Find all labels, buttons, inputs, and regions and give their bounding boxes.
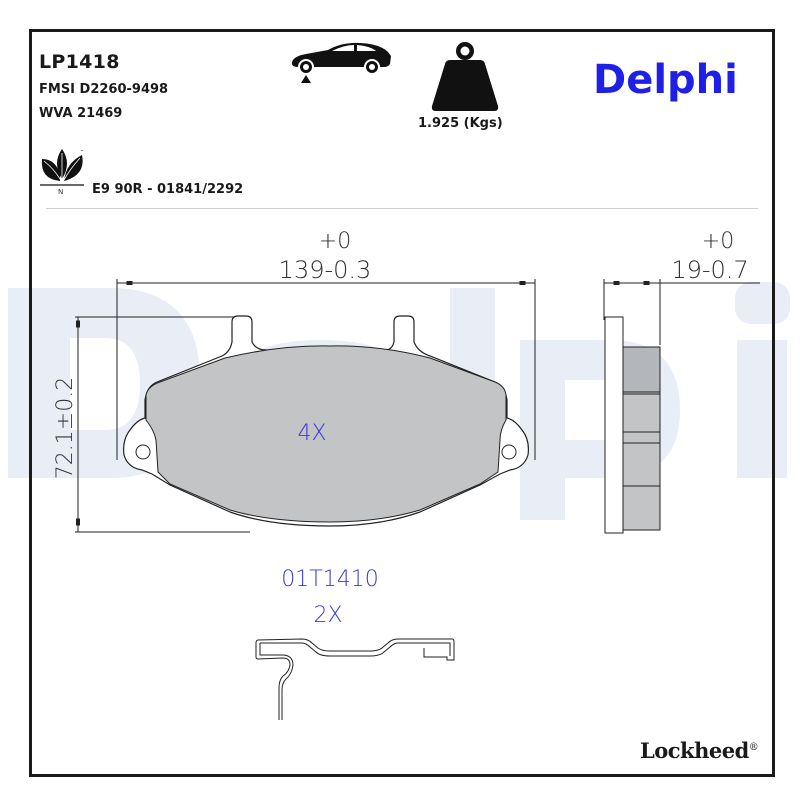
width-value: 139-0.3 bbox=[279, 256, 372, 284]
accessory-code: 01T1410 bbox=[281, 567, 378, 592]
thickness-value: 19-0.7 bbox=[671, 256, 748, 284]
mounting-hole-left bbox=[135, 444, 151, 460]
part-number: LP1418 bbox=[39, 51, 120, 73]
brake-pad-front-view bbox=[123, 315, 529, 527]
lockheed-text: Lockheed bbox=[640, 738, 749, 763]
weight-icon bbox=[431, 42, 499, 111]
registered-mark: ® bbox=[748, 742, 759, 753]
wva-code: WVA 21469 bbox=[39, 106, 123, 121]
brake-pad-side-view bbox=[604, 316, 661, 534]
height-dimension bbox=[75, 316, 250, 533]
lockheed-logo: Lockheed® bbox=[640, 738, 759, 763]
header-divider bbox=[46, 208, 758, 209]
spring-clip-drawing bbox=[255, 638, 455, 720]
fmsi-code: FMSI D2260-9498 bbox=[39, 82, 169, 97]
height-value: 72.1±0.2 bbox=[53, 377, 78, 479]
mounting-hole-right bbox=[501, 444, 517, 460]
leaf-icon: N ™ bbox=[40, 149, 84, 195]
thickness-upper-tolerance: +0 bbox=[702, 229, 734, 254]
thickness-dimension bbox=[603, 279, 760, 345]
width-dimension bbox=[116, 279, 536, 460]
friction-material bbox=[145, 345, 507, 523]
car-axle-icon bbox=[291, 42, 391, 83]
width-upper-tolerance: +0 bbox=[319, 229, 351, 254]
accessory-quantity: 2X bbox=[313, 603, 342, 628]
eco-mark-letter: N bbox=[58, 188, 63, 195]
delphi-logo: Delphi bbox=[593, 57, 738, 103]
ece-approval: E9 90R - 01841/2292 bbox=[92, 182, 244, 197]
eco-mark-tm: ™ bbox=[80, 149, 84, 154]
drawing-frame bbox=[29, 29, 775, 777]
weight-label: 1.925 (Kgs) bbox=[418, 116, 503, 131]
pad-quantity: 4X bbox=[297, 421, 326, 446]
